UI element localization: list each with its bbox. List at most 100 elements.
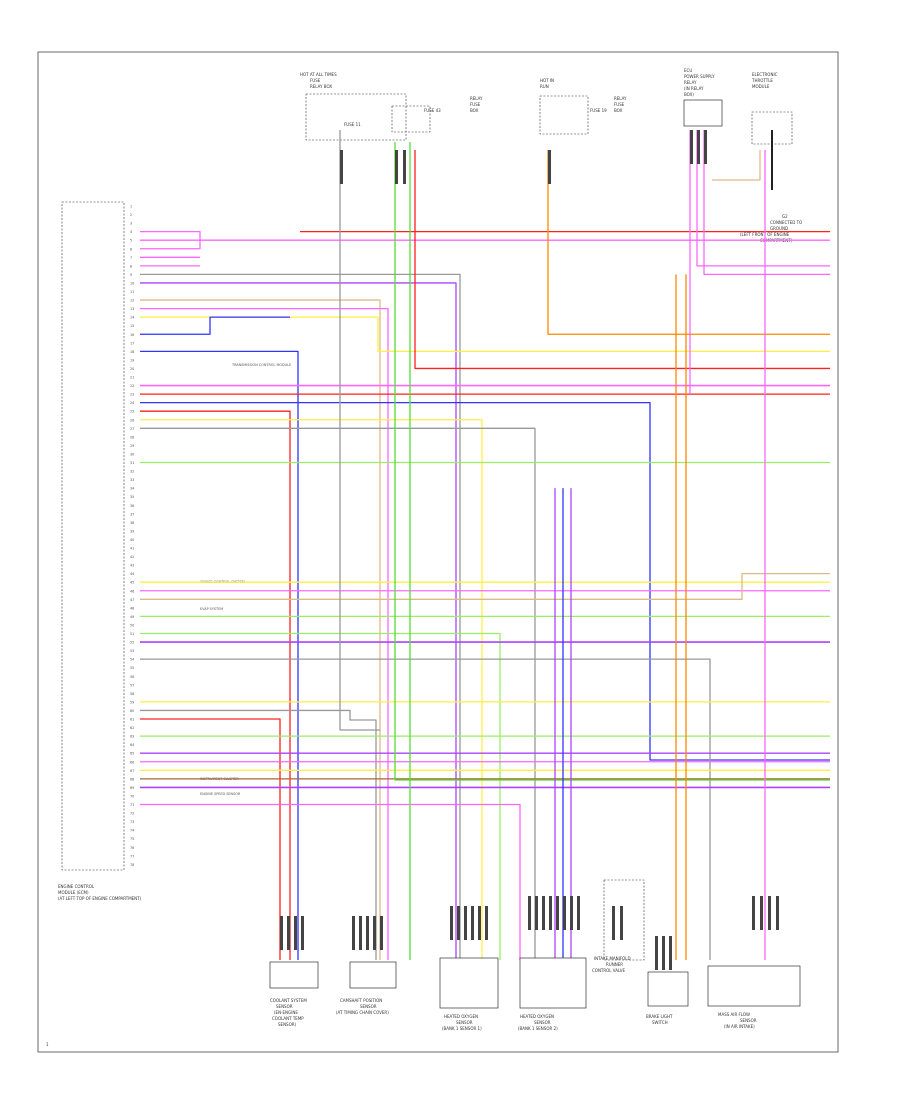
throttle-label-3: MODULE [752, 84, 770, 89]
ecm-pin-label: 17 [130, 341, 134, 345]
ecm-pin-label: 25 [130, 410, 134, 414]
ecm-pin-label: 70 [130, 794, 134, 798]
connector-pin [457, 906, 460, 940]
ecm-pin-label: 37 [130, 512, 134, 516]
hot-in-run-label-1: HOT IN [540, 78, 554, 83]
ecm-pin-label: 52 [130, 641, 134, 645]
wire [339, 130, 380, 731]
tcm-note: TRANSMISSION CONTROL MODULE [231, 363, 291, 367]
ecm-pin-label: 60 [130, 709, 134, 713]
ecm-pin-label: 30 [130, 452, 134, 456]
connector-pin [280, 916, 283, 950]
ecm-pin-label: 26 [130, 418, 134, 422]
connector-pin [464, 906, 467, 940]
o2-sensor-1-box [439, 957, 499, 1009]
o2-1-label-3: (BANK 1 SENSOR 1) [442, 1026, 482, 1031]
ecm-pin-label: 5 [130, 239, 132, 243]
connector-pin [752, 896, 755, 930]
maf-label-1: MASS AIR FLOW [718, 1012, 750, 1017]
relay-box-label-2b: FUSE [614, 102, 625, 107]
wire [140, 632, 501, 960]
fuse-box-1 [305, 93, 407, 141]
connector-pin [403, 150, 406, 184]
ground-label-2: CONNECTED TO [770, 220, 802, 225]
component-label-layer: COOLANT SYSTEM SENSOR (EN-ENGINE COOLANT… [270, 956, 757, 1031]
ecm-pin-label: 31 [130, 461, 134, 465]
connector-pin [471, 906, 474, 940]
fuse-label-3: FUSE 19 [590, 108, 607, 113]
relay-box-label-2c: BOX [614, 108, 623, 113]
camshaft-sensor-box [349, 961, 397, 989]
brake-switch-box [647, 971, 689, 1007]
power-relay-label-4: (IN RELAY [684, 86, 704, 91]
fuse-label-2: FUSE 43 [424, 108, 441, 113]
ecm-pin-label: 56 [130, 675, 134, 679]
wire [140, 299, 381, 960]
coolant-label-1: COOLANT SYSTEM [270, 998, 307, 1003]
power-relay-label-2: POWER SUPPLY [684, 74, 715, 79]
ecm-pin-label: 71 [130, 803, 134, 807]
fuse-label-1: FUSE 11 [344, 122, 361, 127]
connector-pin [690, 130, 693, 164]
ground-label-1: G2 [782, 214, 788, 219]
connector-pin [294, 916, 297, 950]
connector-pin [776, 896, 779, 930]
o2-2-label-3: (BANK 1 SENSOR 2) [518, 1026, 558, 1031]
connector-pin [549, 896, 552, 930]
ecm-module-block [61, 201, 125, 871]
ecm-pin-label: 65 [130, 752, 134, 756]
connector-pin [662, 936, 665, 970]
ecm-pin-label: 58 [130, 692, 134, 696]
o2-1-label-1: HEATED OXYGEN [444, 1014, 478, 1019]
coolant-label-4: COOLANT TEMP [272, 1016, 304, 1021]
ecm-pin-label: 68 [130, 777, 134, 781]
connector-pin [669, 936, 672, 970]
relay-box-label-1b: FUSE [470, 102, 481, 107]
connector-pin [548, 150, 551, 184]
throttle-label-1: ELECTRONIC [752, 72, 778, 77]
ecm-pin-label: 44 [130, 572, 134, 576]
ecm-pin-label: 8 [130, 264, 132, 268]
connector-pin [612, 906, 615, 940]
ecm-pin-label: 63 [130, 735, 134, 739]
ecm-pin-label: 7 [130, 256, 132, 260]
brake-label-2: SWITCH [652, 1020, 668, 1025]
ecm-pin-label: 72 [130, 812, 134, 816]
wire [414, 150, 830, 370]
coolant-label-3: (EN-ENGINE [274, 1010, 298, 1015]
wire [140, 273, 461, 960]
ecm-pin-label: 53 [130, 649, 134, 653]
connector-pin [301, 916, 304, 950]
wire [696, 130, 830, 267]
connector-pin [340, 150, 343, 184]
ecm-pin-label: 40 [130, 538, 134, 542]
wire [140, 709, 377, 960]
ecm-pin-label: 54 [130, 658, 134, 662]
ecm-pin-label: 14 [130, 316, 134, 320]
wire [140, 316, 290, 335]
ecm-pin-label: 48 [130, 606, 134, 610]
runner-label-2: RUNNER [606, 962, 623, 967]
ecm-pin-label: 13 [130, 307, 134, 311]
o2-1-label-2: SENSOR [456, 1020, 473, 1025]
power-relay-label-3: RELAY [684, 80, 697, 85]
power-relay-label-1: ECU [684, 68, 692, 73]
ecm-pin-label: 47 [130, 598, 134, 602]
maf-label-2: SENSOR [740, 1018, 757, 1023]
connector-pin [287, 916, 290, 950]
connector-pin [485, 906, 488, 940]
relay-box-label-1a: RELAY [470, 96, 483, 101]
hot-at-all-times-label-3: RELAY BOX [310, 84, 332, 89]
ecm-pin-label: 62 [130, 726, 134, 730]
o2-2-label-2: SENSOR [534, 1020, 551, 1025]
ecm-pin-label: 4 [130, 230, 132, 234]
camshaft-label-2: SENSOR [360, 1004, 377, 1009]
ecm-pin-label: 66 [130, 760, 134, 764]
wire [140, 307, 389, 960]
wire [140, 350, 299, 960]
hot-in-run-label-2: RUN [540, 84, 549, 89]
coolant-sensor-box [269, 961, 319, 989]
connector-pin [450, 906, 453, 940]
hot-at-all-times-label-2: FUSE [310, 78, 321, 83]
ecm-pin-label: 55 [130, 666, 134, 670]
